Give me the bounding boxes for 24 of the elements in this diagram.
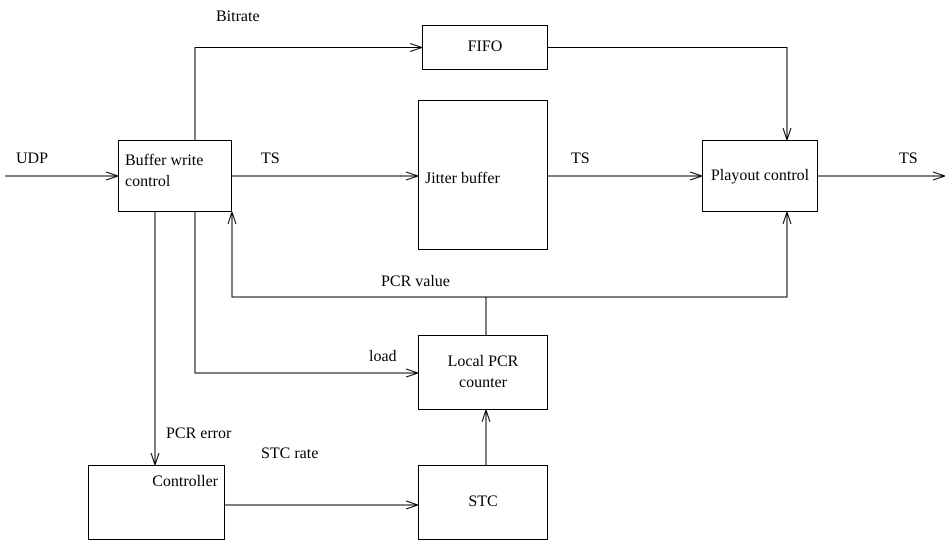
box-label: Local PCR counter xyxy=(446,352,520,392)
process-box xyxy=(418,465,548,540)
box-label: STC xyxy=(468,492,498,512)
arrow xyxy=(548,47,792,140)
box-label: Controller xyxy=(152,472,218,492)
arrow xyxy=(194,43,422,140)
process-box xyxy=(418,100,548,250)
arrow xyxy=(818,172,946,180)
process-box xyxy=(422,25,548,70)
arrow xyxy=(224,500,418,510)
box-label: Buffer write control xyxy=(125,151,204,192)
arrow xyxy=(150,212,160,466)
process-box xyxy=(702,140,818,212)
box-label: Jitter buffer xyxy=(425,168,500,189)
arrow xyxy=(548,172,702,180)
box-label: Playout control xyxy=(710,166,810,186)
process-box xyxy=(418,335,548,410)
process-box xyxy=(118,140,232,212)
arrow xyxy=(482,410,490,466)
arrow xyxy=(232,172,418,180)
arrow xyxy=(194,212,418,378)
box-label: FIFO xyxy=(468,37,502,58)
arrow xyxy=(4,172,118,180)
process-box xyxy=(88,465,225,540)
